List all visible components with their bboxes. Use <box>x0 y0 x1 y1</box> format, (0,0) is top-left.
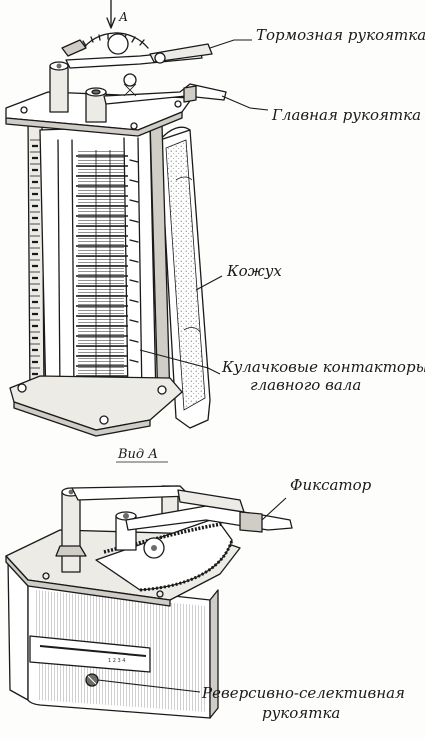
leaders-top <box>139 39 269 375</box>
main-shaft <box>49 61 107 123</box>
closed-controller-drawing: 1 2 3 4 <box>5 476 405 722</box>
latch-arm <box>71 485 293 533</box>
casing-cover <box>159 126 211 429</box>
cam-contactors-label-line2: главного вала <box>250 376 361 394</box>
main-handle-label: Главная рукоятка <box>271 106 421 124</box>
main-handle <box>103 73 227 105</box>
brake-handle <box>61 39 213 69</box>
gear-sector <box>95 517 234 592</box>
reversing-handle <box>85 673 99 687</box>
contact-fingers-left <box>30 139 40 381</box>
cam-contactors-label-line1: Кулачковые контакторы <box>221 358 425 376</box>
open-controller-drawing: А <box>5 0 425 437</box>
view-a-label: Вид А <box>117 447 158 462</box>
leaders-bottom <box>97 497 287 693</box>
cam-contactor-stack <box>76 150 128 392</box>
reversing-handle-label-line1: Реверсивно-селективная <box>201 684 405 702</box>
arrow-a-label: А <box>118 10 128 24</box>
controller-frame <box>9 115 183 437</box>
brake-sector <box>81 32 149 55</box>
view-a-heading: Вид А <box>116 447 168 463</box>
reversing-handle-label-line2: рукоятка <box>262 704 340 722</box>
handle-posts <box>55 485 179 573</box>
svg-text:1 2 3 4: 1 2 3 4 <box>108 658 126 664</box>
casing-label: Кожух <box>226 262 282 280</box>
latch-label: Фиксатор <box>290 476 372 494</box>
view-a-arrow: А <box>106 0 128 29</box>
controller-housing: 1 2 3 4 <box>7 559 219 719</box>
brake-handle-label: Тормозная рукоятка <box>256 26 425 44</box>
reversing-slot-plate: 1 2 3 4 <box>29 635 151 673</box>
